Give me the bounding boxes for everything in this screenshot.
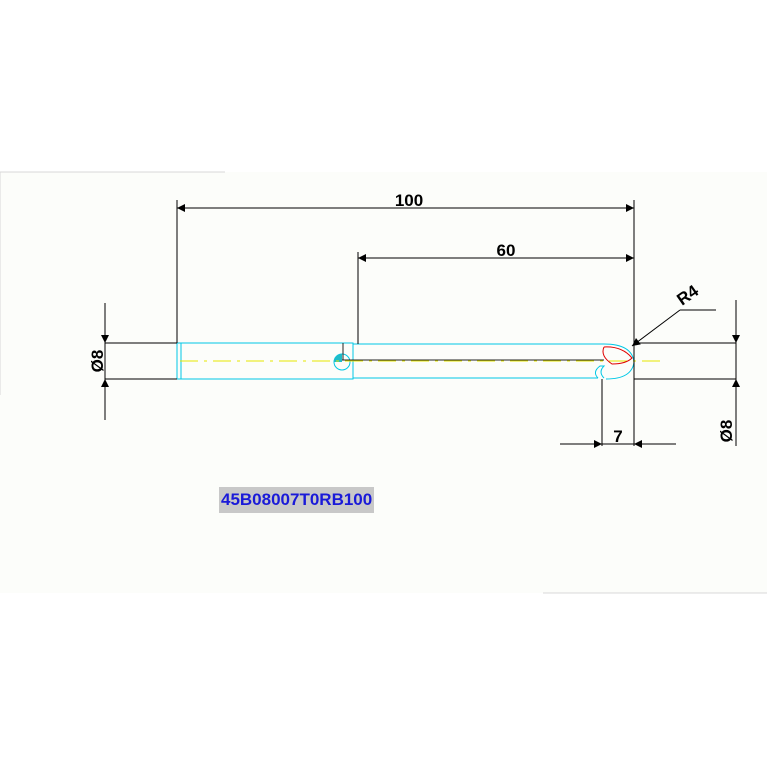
part-number-label: 45B08007T0RB100 [219,487,375,513]
dim-tip-diameter-label: Ø8 [717,420,736,443]
tip-flute [594,365,606,379]
dim-overall-length-label: 100 [395,191,423,210]
r4-leader [631,309,681,347]
extension-lines [105,200,736,446]
dim-shank-length-label: 60 [497,241,516,260]
dim-tip-length-label: 7 [613,427,622,446]
dim-shank-diameter-label: Ø8 [88,350,107,373]
hole-quadrant-fill [334,354,342,362]
dimension-lines [101,204,740,448]
radius-arc [602,346,633,365]
drawing-sheet [0,172,767,593]
